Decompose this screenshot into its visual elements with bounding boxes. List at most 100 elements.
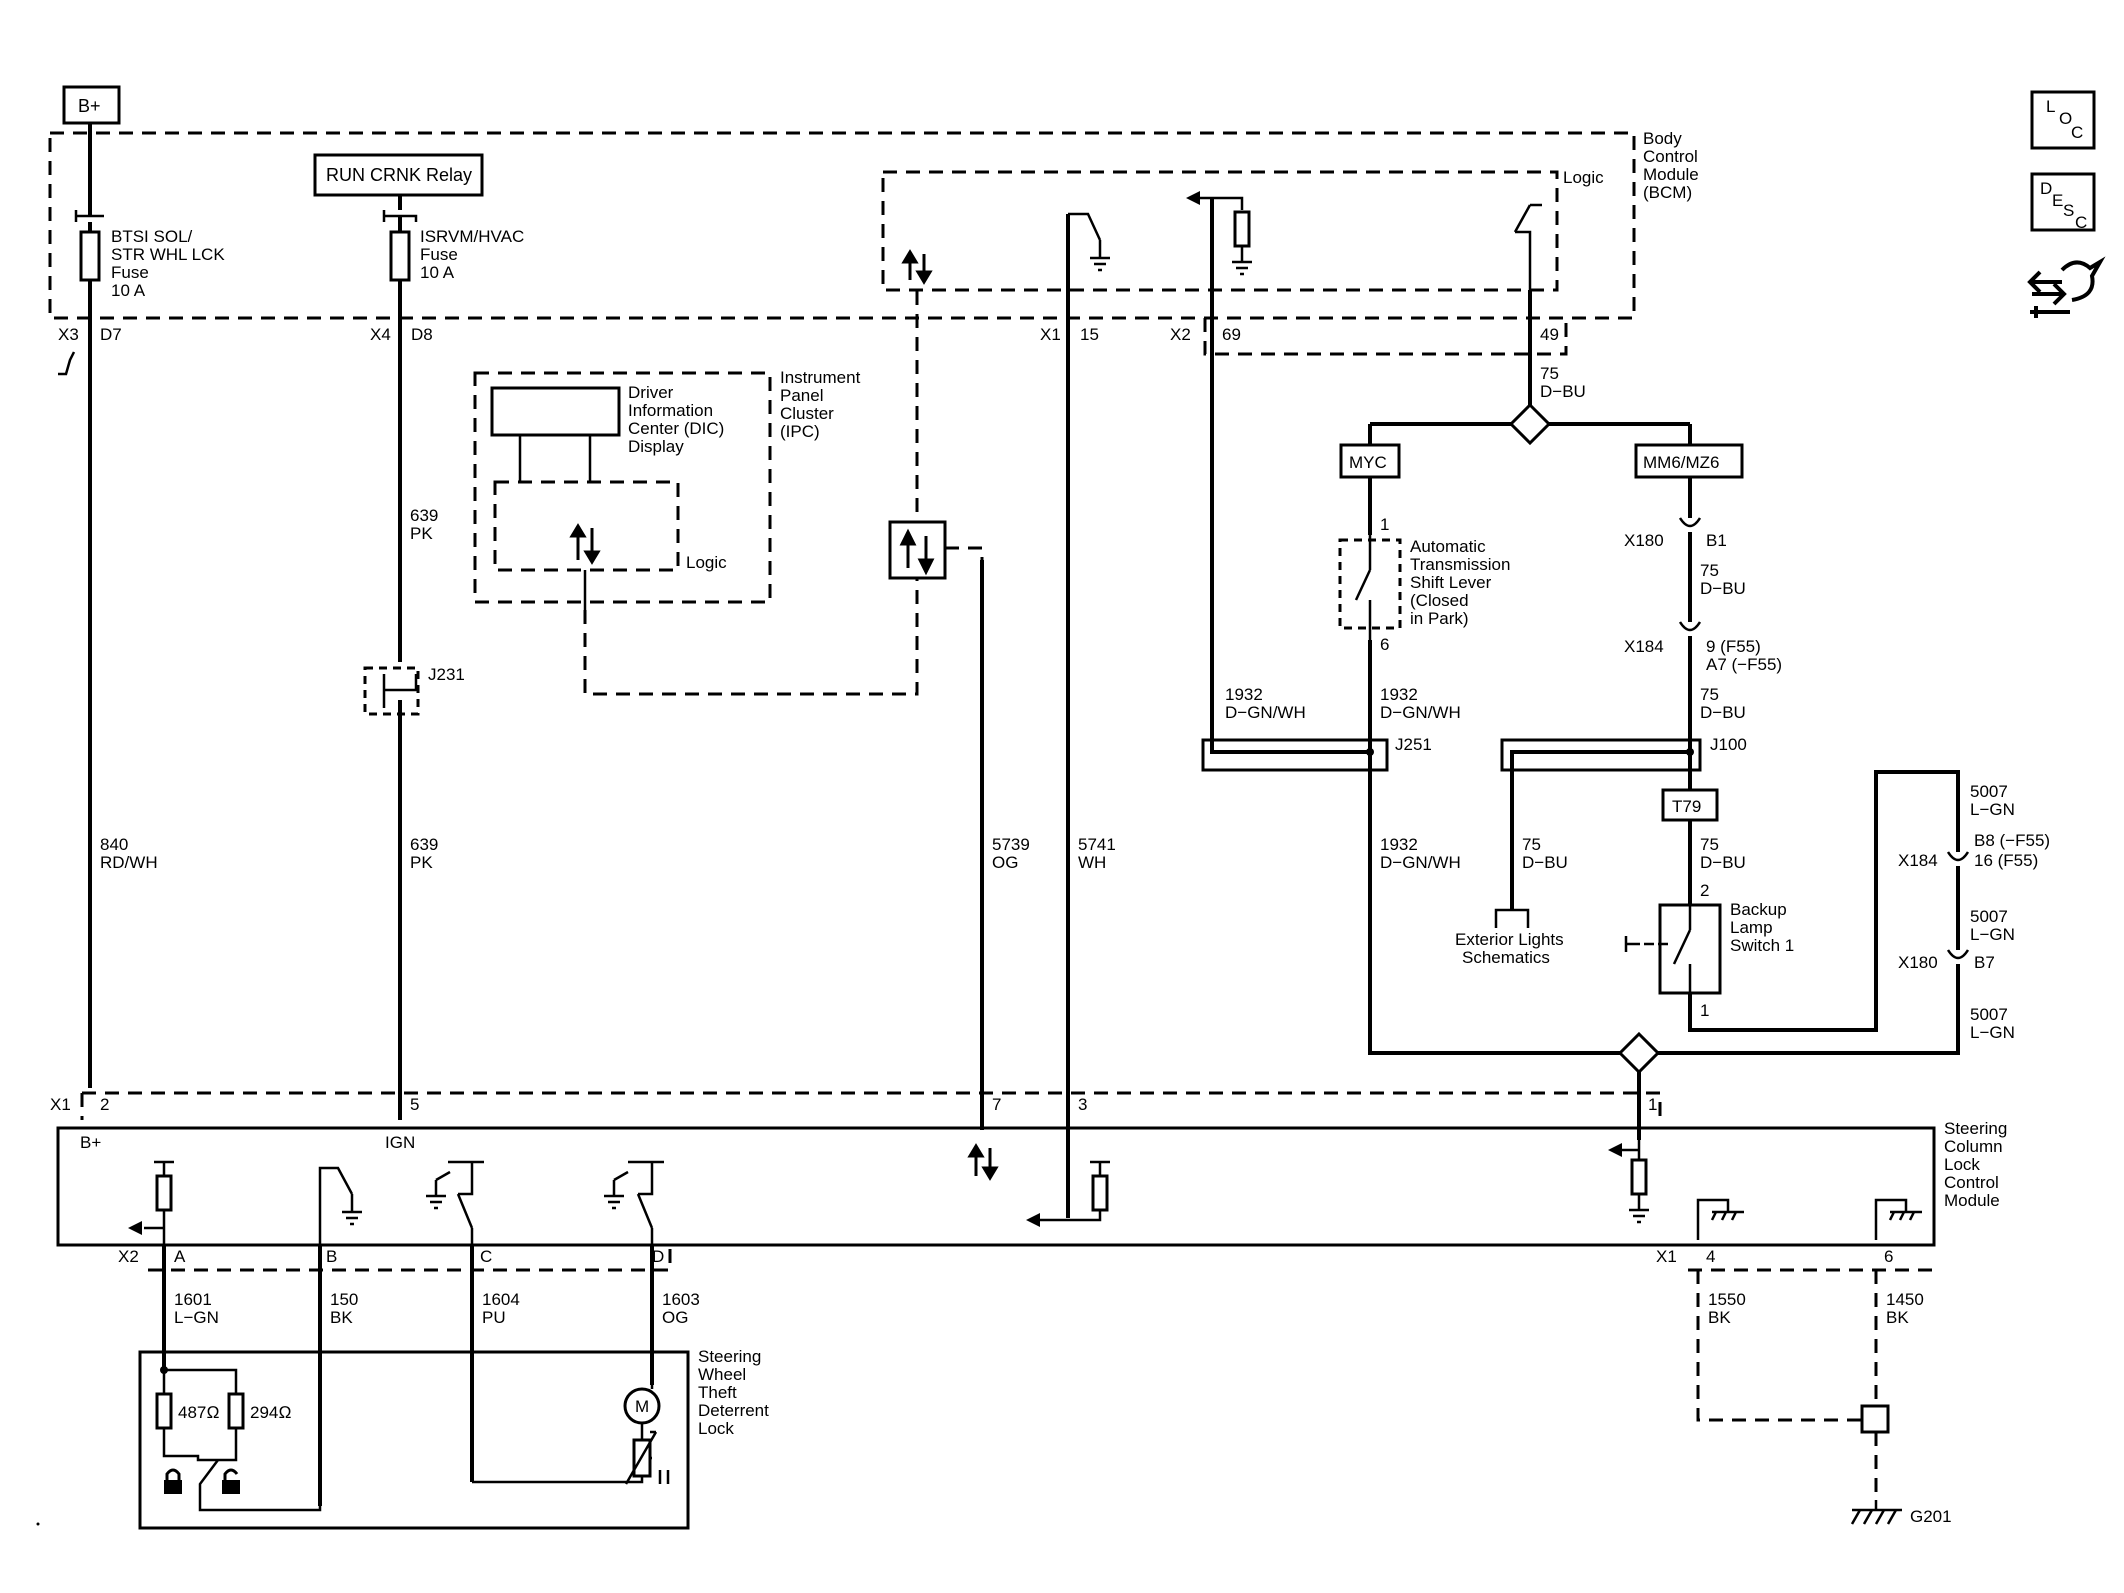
svg-text:X1: X1 <box>1656 1247 1677 1266</box>
wire-1603-label: 1603 OG <box>662 1290 700 1327</box>
ipc-title: Instrument Panel Cluster (IPC) <box>780 368 861 441</box>
run-crnk-relay-label: RUN CRNK Relay <box>326 165 472 185</box>
option-mm6-label: MM6/MZ6 <box>1643 453 1720 472</box>
svg-text:D−BU: D−BU <box>1522 853 1568 872</box>
svg-text:D: D <box>2040 179 2052 198</box>
sclcm-x2-connector <box>148 1245 672 1272</box>
svg-text:Control: Control <box>1944 1173 1999 1192</box>
svg-text:1932: 1932 <box>1380 835 1418 854</box>
arrows-wrench-icon[interactable] <box>2027 256 2106 318</box>
shift-lever-switch-box <box>1338 538 1402 630</box>
svg-text:Shift Lever: Shift Lever <box>1410 573 1492 592</box>
sclcm-x1-connector <box>82 1091 1662 1120</box>
svg-text:(BCM): (BCM) <box>1643 183 1692 202</box>
svg-text:O: O <box>2059 109 2072 128</box>
svg-text:PU: PU <box>482 1308 506 1327</box>
svg-text:9 (F55): 9 (F55) <box>1706 637 1761 656</box>
j231-label: J231 <box>428 665 465 684</box>
wire-75-label-a: 75 D−BU <box>1540 364 1586 401</box>
wire-639-label-a: 639 PK <box>410 506 438 543</box>
svg-text:Column: Column <box>1944 1137 2003 1156</box>
svg-text:L−GN: L−GN <box>1970 925 2015 944</box>
exterior-lights-label: Exterior Lights Schematics <box>1455 930 1564 967</box>
conn-x2-69: X2 <box>1170 325 1191 344</box>
svg-text:X184: X184 <box>1898 851 1938 870</box>
sclcm-relay-d <box>604 1160 664 1310</box>
svg-text:Exterior Lights: Exterior Lights <box>1455 930 1564 949</box>
svg-text:Switch 1: Switch 1 <box>1730 936 1794 955</box>
serial-data-gateway-box <box>888 520 947 580</box>
pin-49: 49 <box>1540 325 1559 344</box>
bplus-label: B+ <box>78 96 101 116</box>
svg-text:5007: 5007 <box>1970 907 2008 926</box>
stray-dot <box>36 1522 40 1526</box>
svg-text:Fuse: Fuse <box>111 263 149 282</box>
svg-text:840: 840 <box>100 835 128 854</box>
sclcm-ign-pin: IGN <box>385 1133 415 1152</box>
wire-5007-label-c: 5007 L−GN <box>1970 1005 2015 1042</box>
svg-text:6: 6 <box>1380 635 1389 654</box>
svg-text:A: A <box>174 1247 186 1266</box>
bcm-ground-switch <box>1068 212 1110 272</box>
svg-text:Steering: Steering <box>1944 1119 2007 1138</box>
svg-text:Body: Body <box>1643 129 1682 148</box>
ipc-logic-label: Logic <box>686 553 727 572</box>
svg-text:Schematics: Schematics <box>1462 948 1550 967</box>
bcm-logic-boundary <box>881 170 1559 292</box>
svg-text:BK: BK <box>1708 1308 1731 1327</box>
sclcm-ground-4 <box>1696 1198 1744 1240</box>
svg-text:5739: 5739 <box>992 835 1030 854</box>
j251-label: J251 <box>1395 735 1432 754</box>
sclcm-relay-c <box>426 1160 484 1310</box>
svg-text:S: S <box>2063 201 2074 220</box>
svg-text:1: 1 <box>1648 1095 1657 1114</box>
svg-text:in Park): in Park) <box>1410 609 1469 628</box>
svg-text:Lock: Lock <box>698 1419 734 1438</box>
svg-text:A7 (−F55): A7 (−F55) <box>1706 655 1782 674</box>
loc-icon[interactable] <box>2030 90 2096 150</box>
option-myc-label: MYC <box>1349 453 1387 472</box>
exterior-lights-ref <box>1494 908 1530 928</box>
svg-text:D−BU: D−BU <box>1700 703 1746 722</box>
sclcm-ground-switch-b <box>318 1166 362 1310</box>
svg-text:Deterrent: Deterrent <box>698 1401 769 1420</box>
svg-text:639: 639 <box>410 835 438 854</box>
svg-text:C: C <box>480 1247 492 1266</box>
svg-text:E: E <box>2052 191 2063 210</box>
svg-text:1932: 1932 <box>1225 685 1263 704</box>
svg-text:D−GN/WH: D−GN/WH <box>1380 853 1461 872</box>
svg-text:Lock: Lock <box>1944 1155 1980 1174</box>
sclcm-ground-6 <box>1874 1198 1922 1240</box>
sclcm-title: Steering Column Lock Control Module <box>1944 1119 2007 1210</box>
svg-text:D−GN/WH: D−GN/WH <box>1225 703 1306 722</box>
svg-text:OG: OG <box>662 1308 688 1327</box>
ground-g201-icon <box>1850 1500 1902 1525</box>
svg-text:639: 639 <box>410 506 438 525</box>
svg-text:B8 (−F55): B8 (−F55) <box>1974 831 2050 850</box>
svg-text:Control: Control <box>1643 147 1698 166</box>
fuse1-tab <box>74 210 104 222</box>
svg-text:D−BU: D−BU <box>1700 579 1746 598</box>
desc-icon[interactable] <box>2030 172 2096 232</box>
svg-text:Fuse: Fuse <box>420 245 458 264</box>
splice-diamond-top <box>1508 402 1552 446</box>
svg-text:Steering: Steering <box>698 1347 761 1366</box>
svg-text:X184: X184 <box>1624 637 1664 656</box>
svg-text:5007: 5007 <box>1970 1005 2008 1024</box>
svg-text:B1: B1 <box>1706 531 1727 550</box>
svg-text:1604: 1604 <box>482 1290 520 1309</box>
svg-text:Instrument: Instrument <box>780 368 861 387</box>
svg-text:75: 75 <box>1700 561 1719 580</box>
bcm-title: Body Control Module (BCM) <box>1643 129 1699 202</box>
bcm-data-arrows-icon <box>901 249 933 285</box>
motor-label: M <box>635 1397 649 1416</box>
svg-text:3: 3 <box>1078 1095 1087 1114</box>
svg-text:5007: 5007 <box>1970 782 2008 801</box>
ipc-logic-boundary <box>493 480 680 572</box>
svg-text:L: L <box>2046 97 2055 116</box>
svg-text:D−GN/WH: D−GN/WH <box>1380 703 1461 722</box>
svg-text:WH: WH <box>1078 853 1106 872</box>
wire-1550-label: 1550 BK <box>1708 1290 1746 1327</box>
svg-text:BTSI SOL/: BTSI SOL/ <box>111 227 193 246</box>
